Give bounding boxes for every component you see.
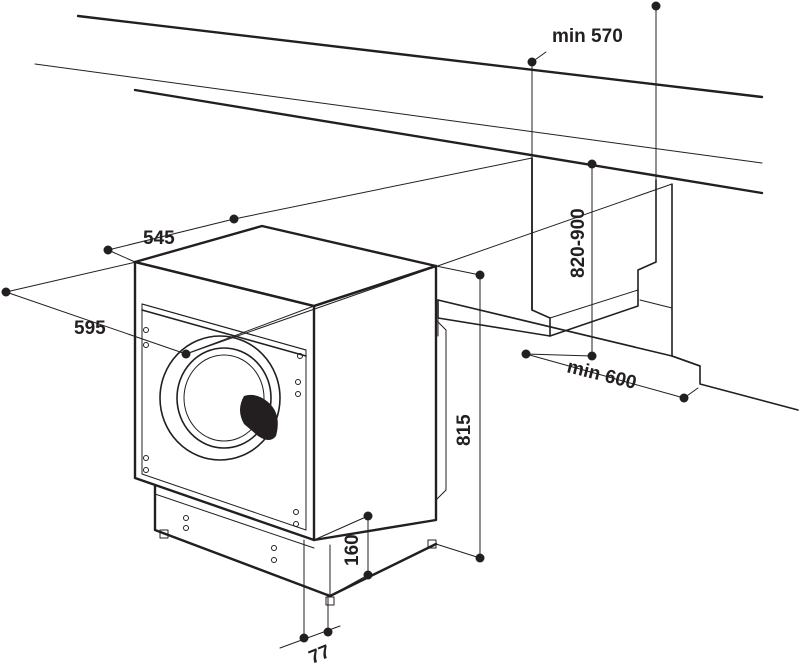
washing-machine xyxy=(133,224,447,606)
label-plinth-height: 160 xyxy=(342,534,363,566)
label-height: 815 xyxy=(454,414,475,446)
label-niche-width-min: min 600 xyxy=(565,356,639,393)
label-width: 595 xyxy=(74,318,106,339)
label-niche-depth-min: min 570 xyxy=(552,26,623,47)
niche-cabinet xyxy=(437,157,799,411)
dimension-dots xyxy=(1,1,689,643)
worktop xyxy=(34,14,764,195)
label-depth: 545 xyxy=(143,228,175,249)
label-plinth-recess: 77 xyxy=(306,641,333,665)
label-niche-height: 820-900 xyxy=(568,208,589,278)
dimension-lines xyxy=(5,5,699,649)
